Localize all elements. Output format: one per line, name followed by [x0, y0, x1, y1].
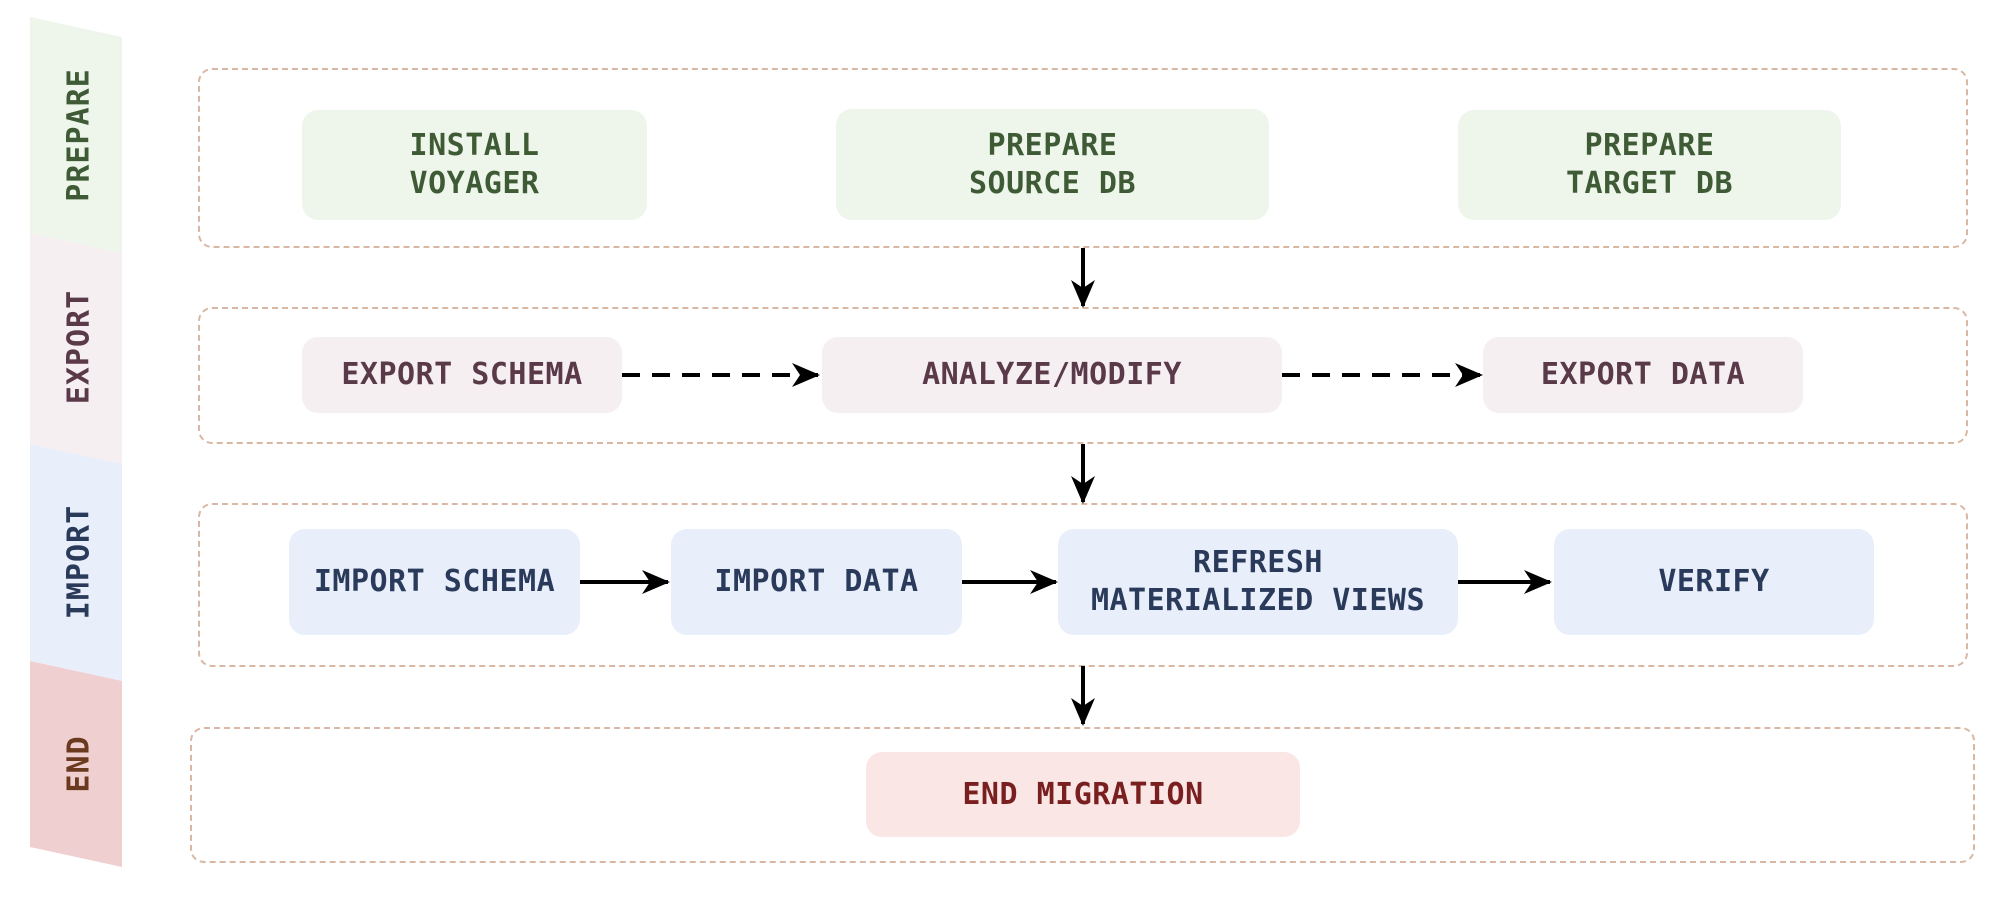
node-analyze-modify[interactable]: ANALYZE/MODIFY — [822, 337, 1282, 413]
export-band — [30, 233, 122, 464]
lane-label-export: EXPORT — [61, 289, 97, 405]
node-export-schema[interactable]: EXPORT SCHEMA — [302, 337, 622, 413]
end-band — [30, 661, 122, 867]
end-group — [190, 727, 1975, 863]
node-prepare-target-db[interactable]: PREPARE TARGET DB — [1458, 110, 1841, 220]
prepare-group — [198, 68, 1968, 248]
export-group — [198, 307, 1968, 444]
node-import-schema[interactable]: IMPORT SCHEMA — [289, 529, 580, 635]
node-refresh-materialized-views[interactable]: REFRESH MATERIALIZED VIEWS — [1058, 529, 1458, 635]
node-prepare-source-db[interactable]: PREPARE SOURCE DB — [836, 109, 1269, 220]
prepare-band — [30, 17, 122, 253]
import-band — [30, 444, 122, 681]
node-export-data[interactable]: EXPORT DATA — [1483, 337, 1803, 413]
lane-label-import: IMPORT — [61, 504, 97, 620]
node-end-migration[interactable]: END MIGRATION — [866, 752, 1300, 837]
node-install-voyager[interactable]: INSTALL VOYAGER — [302, 110, 647, 220]
lane-label-prepare: PREPARE — [61, 68, 97, 202]
node-import-data[interactable]: IMPORT DATA — [671, 529, 962, 635]
phase-ribbon — [30, 17, 122, 867]
lane-label-end: END — [61, 735, 97, 793]
node-verify[interactable]: VERIFY — [1554, 529, 1874, 635]
